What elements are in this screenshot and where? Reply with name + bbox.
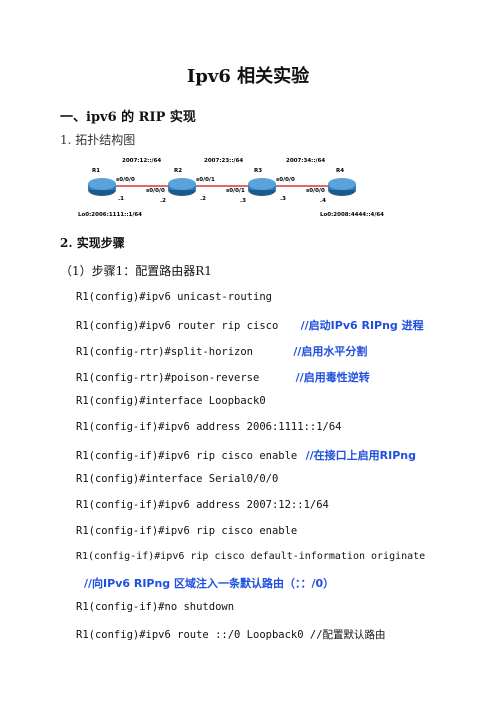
command-text: R1(config-if)#ipv6 address 2006:1111::1/… bbox=[76, 421, 342, 433]
router-label: R2 bbox=[174, 168, 182, 174]
command-text: R1(config-if)#ipv6 rip cisco default-inf… bbox=[76, 551, 426, 562]
config-line: R1(config-if)#ipv6 rip cisco enable //在接… bbox=[76, 447, 416, 463]
config-line: R1(config)#interface Loopback0 bbox=[76, 395, 266, 407]
host-id-label: .2 bbox=[200, 196, 206, 202]
config-line: R1(config)#ipv6 route ::/0 Loopback0 //配… bbox=[76, 627, 386, 642]
command-text: R1(config-if)#ipv6 rip cisco enable bbox=[76, 525, 298, 537]
router-icon bbox=[248, 178, 276, 196]
config-line: R1(config-if)#no shutdown bbox=[76, 601, 234, 613]
host-id-label: .1 bbox=[118, 196, 124, 202]
topology-heading: 1. 拓扑结构图 bbox=[60, 133, 136, 147]
comment-text: //在接口上启用RIPng bbox=[305, 449, 416, 462]
command-text: R1(config)#ipv6 router rip cisco bbox=[76, 320, 279, 332]
host-id-label: .3 bbox=[240, 198, 246, 204]
port-label: s0/0/0 bbox=[306, 188, 325, 194]
config-line: R1(config)#ipv6 router rip cisco //启动IPv… bbox=[76, 317, 424, 333]
config-line: R1(config-if)#ipv6 address 2007:12::1/64 bbox=[76, 499, 329, 511]
comment-text: //向IPv6 RIPng 区域注入一条默认路由（：：/0） bbox=[84, 577, 335, 590]
router-icon bbox=[328, 178, 356, 196]
host-id-label: .3 bbox=[280, 196, 286, 202]
port-label: s0/0/0 bbox=[146, 188, 165, 194]
config-line: R1(config-if)#ipv6 address 2006:1111::1/… bbox=[76, 421, 342, 433]
config-line: R1(config)#ipv6 unicast-routing bbox=[76, 291, 272, 303]
config-line: R1(config-if)#ipv6 rip cisco enable bbox=[76, 525, 297, 537]
step-heading: （1）步骤1：配置路由器R1 bbox=[60, 264, 212, 278]
link-network-label: 2007:23::/64 bbox=[204, 158, 243, 164]
loopback-label: Lo0:2008:4444::4/64 bbox=[320, 212, 384, 218]
comment-text: //启用毒性逆转 bbox=[295, 371, 370, 384]
topology-diagram: R1 R2 R3 R4 2007:12::/64 2007:23::/64 20… bbox=[78, 158, 384, 218]
command-text: R1(config-if)#no shutdown bbox=[76, 601, 235, 613]
host-id-label: .2 bbox=[160, 198, 166, 204]
port-label: s0/0/0 bbox=[116, 177, 135, 183]
port-label: s0/0/1 bbox=[196, 177, 215, 183]
command-text: R1(config)#ipv6 unicast-routing bbox=[76, 291, 272, 303]
command-text: R1(config-if)#ipv6 rip cisco enable bbox=[76, 450, 298, 462]
config-line: R1(config-rtr)#poison-reverse //启用毒性逆转 bbox=[76, 369, 370, 385]
router-label: R1 bbox=[92, 168, 100, 174]
router-icon bbox=[168, 178, 196, 196]
comment-text: //启动IPv6 RIPng 进程 bbox=[300, 319, 424, 332]
comment-text: //启用水平分割 bbox=[293, 345, 368, 358]
command-text: R1(config-if)#ipv6 address 2007:12::1/64 bbox=[76, 499, 329, 511]
config-line: R1(config-rtr)#split-horizon //启用水平分割 bbox=[76, 343, 367, 359]
port-label: s0/0/0 bbox=[276, 177, 295, 183]
document-title: Ipv6 相关实验 bbox=[186, 66, 310, 87]
host-id-label: .4 bbox=[320, 198, 326, 204]
command-text: R1(config-rtr)#poison-reverse bbox=[76, 372, 260, 384]
loopback-label: Lo0:2006:1111::1/64 bbox=[78, 212, 142, 218]
port-label: s0/0/1 bbox=[226, 188, 245, 194]
config-line: //向IPv6 RIPng 区域注入一条默认路由（：：/0） bbox=[84, 575, 334, 591]
config-line: R1(config-if)#ipv6 rip cisco default-inf… bbox=[76, 551, 425, 562]
steps-heading: 2. 实现步骤 bbox=[60, 236, 125, 250]
command-text: R1(config)#interface Serial0/0/0 bbox=[76, 473, 279, 485]
router-label: R3 bbox=[254, 168, 262, 174]
config-line: R1(config)#interface Serial0/0/0 bbox=[76, 473, 278, 485]
section-heading: 一、ipv6 的 RIP 实现 bbox=[60, 110, 196, 125]
command-text: R1(config-rtr)#split-horizon bbox=[76, 346, 254, 358]
link-network-label: 2007:12::/64 bbox=[122, 158, 161, 164]
command-text: R1(config)#interface Loopback0 bbox=[76, 395, 266, 407]
router-icon bbox=[88, 178, 116, 196]
command-text: R1(config)#ipv6 route ::/0 Loopback0 //配… bbox=[76, 629, 386, 641]
link-network-label: 2007:34::/64 bbox=[286, 158, 325, 164]
router-label: R4 bbox=[336, 168, 344, 174]
